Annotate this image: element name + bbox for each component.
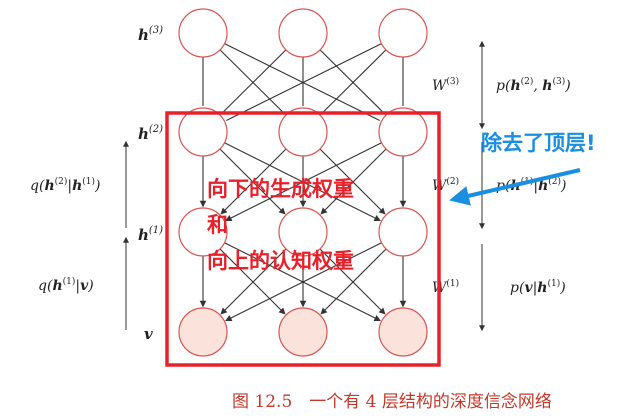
node-h2-1	[278, 107, 328, 157]
box-text-line2: 和	[207, 213, 228, 237]
edge-h3-2-h2-1	[321, 49, 387, 115]
edges	[199, 43, 407, 321]
edge-h2-0-h1-2	[224, 142, 381, 221]
node-v-2	[378, 307, 428, 357]
edge-h1-0-v-1	[219, 248, 286, 315]
p-label-h2-h3: p(h(2), h(3))	[496, 76, 571, 94]
edge-h1-0-v-2	[224, 242, 381, 321]
box-annotation: 向下的生成权重 和 向上的认知权重	[207, 177, 354, 273]
edge-h3-2-h2-0	[226, 43, 382, 121]
node-v-0	[178, 307, 228, 357]
edge-h1-1-v-2	[319, 248, 386, 315]
weight-label-w1: W(1)	[432, 278, 459, 296]
edge-h3-0-h2-2	[224, 43, 380, 121]
layer-label-h3: h(3)	[138, 25, 163, 44]
weight-label-w3: W(3)	[432, 76, 459, 94]
figure-caption: 图 12.5 一个有 4 层结构的深度信念网络	[232, 391, 552, 412]
edge-h2-2-h1-0	[225, 142, 382, 221]
weight-labels: W(3) W(2) W(1)	[432, 76, 459, 296]
node-h3-1	[278, 8, 328, 58]
edge-h1-2-v-0	[225, 242, 382, 321]
edge-h1-1-v-0	[220, 248, 287, 315]
left-inference: q(h(2)|h(1)) q(h(1)|v)	[30, 140, 129, 330]
highlight-box	[165, 111, 441, 367]
edge-h3-1-h2-2	[319, 49, 385, 115]
q-label-h2-given-h1: q(h(2)|h(1))	[30, 176, 101, 194]
nodes	[178, 8, 428, 357]
node-h2-0	[178, 107, 228, 157]
layer-label-v: v	[144, 325, 153, 343]
node-h3-0	[178, 8, 228, 58]
edge-h3-0-h2-1	[219, 49, 285, 115]
edge-h2-0-h1-1	[219, 148, 286, 215]
layer-labels: h(3) h(2) h(1) v	[138, 25, 163, 343]
layer-label-h1: h(1)	[138, 225, 163, 244]
q-label-h1-given-v: q(h(1)|v)	[38, 276, 94, 294]
edge-h2-1-h1-2	[319, 148, 386, 215]
edge-h2-2-h1-1	[320, 148, 387, 215]
node-h3-2	[378, 8, 428, 58]
node-h1-2	[378, 207, 428, 257]
edge-h1-2-v-1	[320, 248, 387, 315]
blue-arrow	[449, 168, 581, 206]
remove-top-annotation: 除去了顶层!	[481, 131, 596, 155]
node-h1-1	[278, 207, 328, 257]
layer-label-h2: h(2)	[138, 124, 163, 143]
edge-h2-1-h1-0	[220, 148, 287, 215]
box-text-line3: 向上的认知权重	[207, 249, 354, 273]
box-text-line1: 向下的生成权重	[207, 177, 354, 201]
edge-h3-1-h2-0	[221, 49, 287, 115]
p-label-v-given-h1: p(v|h(1))	[510, 278, 566, 296]
node-v-1	[278, 307, 328, 357]
node-h1-0	[178, 207, 228, 257]
node-h2-2	[378, 107, 428, 157]
weight-label-w2: W(2)	[432, 176, 459, 194]
